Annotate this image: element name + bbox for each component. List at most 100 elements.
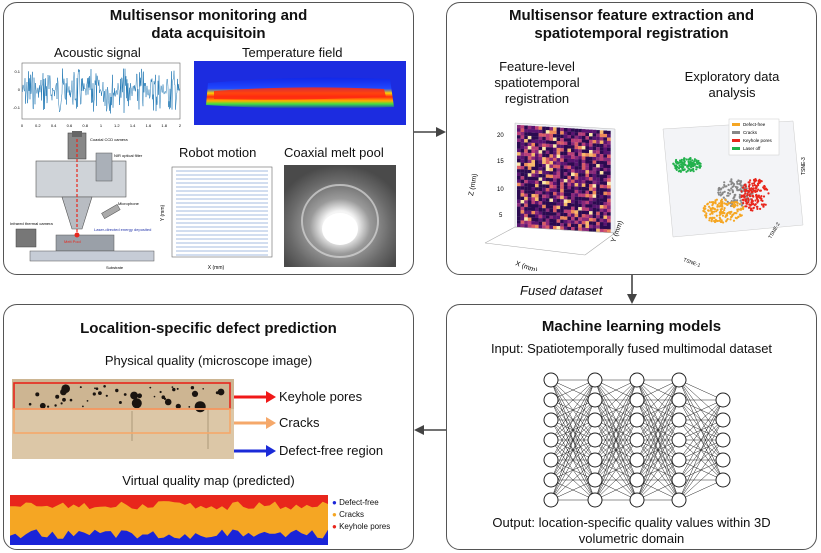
tsne-point	[703, 205, 706, 208]
tsne-point	[734, 193, 737, 196]
heat-cell	[542, 208, 546, 212]
heat-cell	[599, 154, 604, 158]
tsne-point	[737, 179, 740, 182]
heat-cell	[560, 144, 564, 149]
heat-cell	[589, 139, 593, 144]
heat-cell	[607, 202, 611, 206]
tsne-point	[683, 160, 686, 163]
heat-cell	[596, 191, 600, 195]
heat-cell	[607, 185, 611, 189]
heat-cell	[517, 189, 521, 194]
heat-cell	[520, 135, 525, 139]
heat-cell	[556, 137, 561, 142]
heat-cell	[538, 146, 543, 151]
acoustic-xtick: 1.2	[114, 123, 120, 128]
heat-cell	[567, 128, 572, 132]
nn-node	[629, 432, 645, 448]
tsne-point	[679, 170, 682, 173]
heat-cell	[538, 208, 543, 212]
heat-cell	[592, 167, 597, 171]
heat-cell	[527, 132, 532, 136]
heat-cell	[545, 188, 550, 192]
arrow-keyhole-label: Keyhole pores	[279, 389, 363, 404]
tsne-point	[721, 193, 724, 196]
heat-cell	[571, 131, 575, 136]
keyhole-pore	[190, 386, 195, 390]
heat-cell	[560, 209, 564, 213]
heat-cell	[581, 163, 586, 167]
heat-cell	[571, 128, 575, 132]
heat-cell	[560, 172, 564, 176]
keyhole-pore	[149, 386, 152, 389]
panel-defect-prediction: Localition-specific defect prediction Ph…	[3, 304, 414, 550]
heat-cell	[571, 165, 575, 170]
keyhole-pore	[202, 388, 204, 390]
heat-cell	[599, 222, 604, 226]
heat-cell	[520, 196, 525, 201]
heat-cell	[571, 206, 575, 211]
heat-cell	[520, 213, 525, 218]
nn-node	[671, 392, 687, 408]
heat-cell	[545, 171, 550, 175]
heat-cell	[596, 143, 600, 148]
heat-cell	[535, 194, 539, 198]
heat-cell	[556, 215, 561, 220]
ml-output-line2: volumetric domain	[578, 531, 685, 546]
heat-cell	[571, 135, 575, 139]
heat-cell	[560, 134, 564, 139]
heat-cell	[574, 149, 579, 153]
heat-cell	[603, 215, 608, 219]
tsne-point	[680, 158, 683, 161]
heat-cell	[517, 179, 521, 183]
heat-cell	[574, 135, 579, 139]
heat-cell	[538, 184, 543, 188]
heat-cell	[603, 184, 608, 189]
heat-cell	[574, 159, 579, 163]
heat-cell	[592, 150, 597, 154]
keyhole-pore	[115, 388, 119, 393]
tsne-point	[708, 205, 711, 208]
heat-cell	[517, 142, 521, 146]
tsne-point	[738, 193, 741, 196]
heat-cell	[563, 213, 568, 217]
heat-cell	[574, 162, 579, 167]
nn-edge	[550, 379, 596, 481]
heat-cell	[524, 200, 528, 204]
heat-cell	[553, 202, 557, 206]
heat-cell	[549, 171, 554, 175]
acoustic-xtick: 1.4	[130, 123, 136, 128]
heat-cell	[574, 176, 579, 180]
nn-edge	[594, 379, 638, 421]
nn-edge	[636, 439, 680, 501]
heat-cell	[585, 149, 590, 154]
label-coaxial: Coaxial CCD camera	[90, 137, 128, 142]
nn-edge	[636, 459, 680, 501]
heat-cell	[571, 138, 575, 143]
heat-cell	[535, 136, 539, 140]
heat-cell	[599, 174, 604, 178]
keyhole-pore	[191, 390, 199, 397]
arrow-defectfree-head	[266, 445, 276, 457]
heat-cell	[567, 186, 572, 190]
heat-cell	[607, 226, 611, 230]
heat-cell	[574, 220, 579, 224]
legend-keyhole: Keyhole pores	[743, 138, 773, 143]
heat-cell	[563, 165, 568, 169]
heat-cell	[524, 213, 528, 218]
robot-path-lines	[176, 170, 268, 256]
tsne-point	[733, 201, 736, 204]
tsne-point	[696, 162, 699, 166]
heat-cell	[563, 134, 568, 139]
heat-cell	[527, 214, 532, 218]
heat-cell	[589, 187, 593, 191]
keyhole-pore	[137, 393, 142, 399]
nn-node	[543, 492, 559, 508]
heat-cell	[574, 155, 579, 160]
tsne-point	[677, 167, 681, 170]
heat-cell	[578, 183, 582, 187]
heat-cell	[524, 183, 528, 187]
heat-cell	[603, 218, 608, 223]
heat-cell	[599, 160, 604, 165]
tsne-point	[688, 162, 691, 165]
heat-cell	[599, 184, 604, 189]
